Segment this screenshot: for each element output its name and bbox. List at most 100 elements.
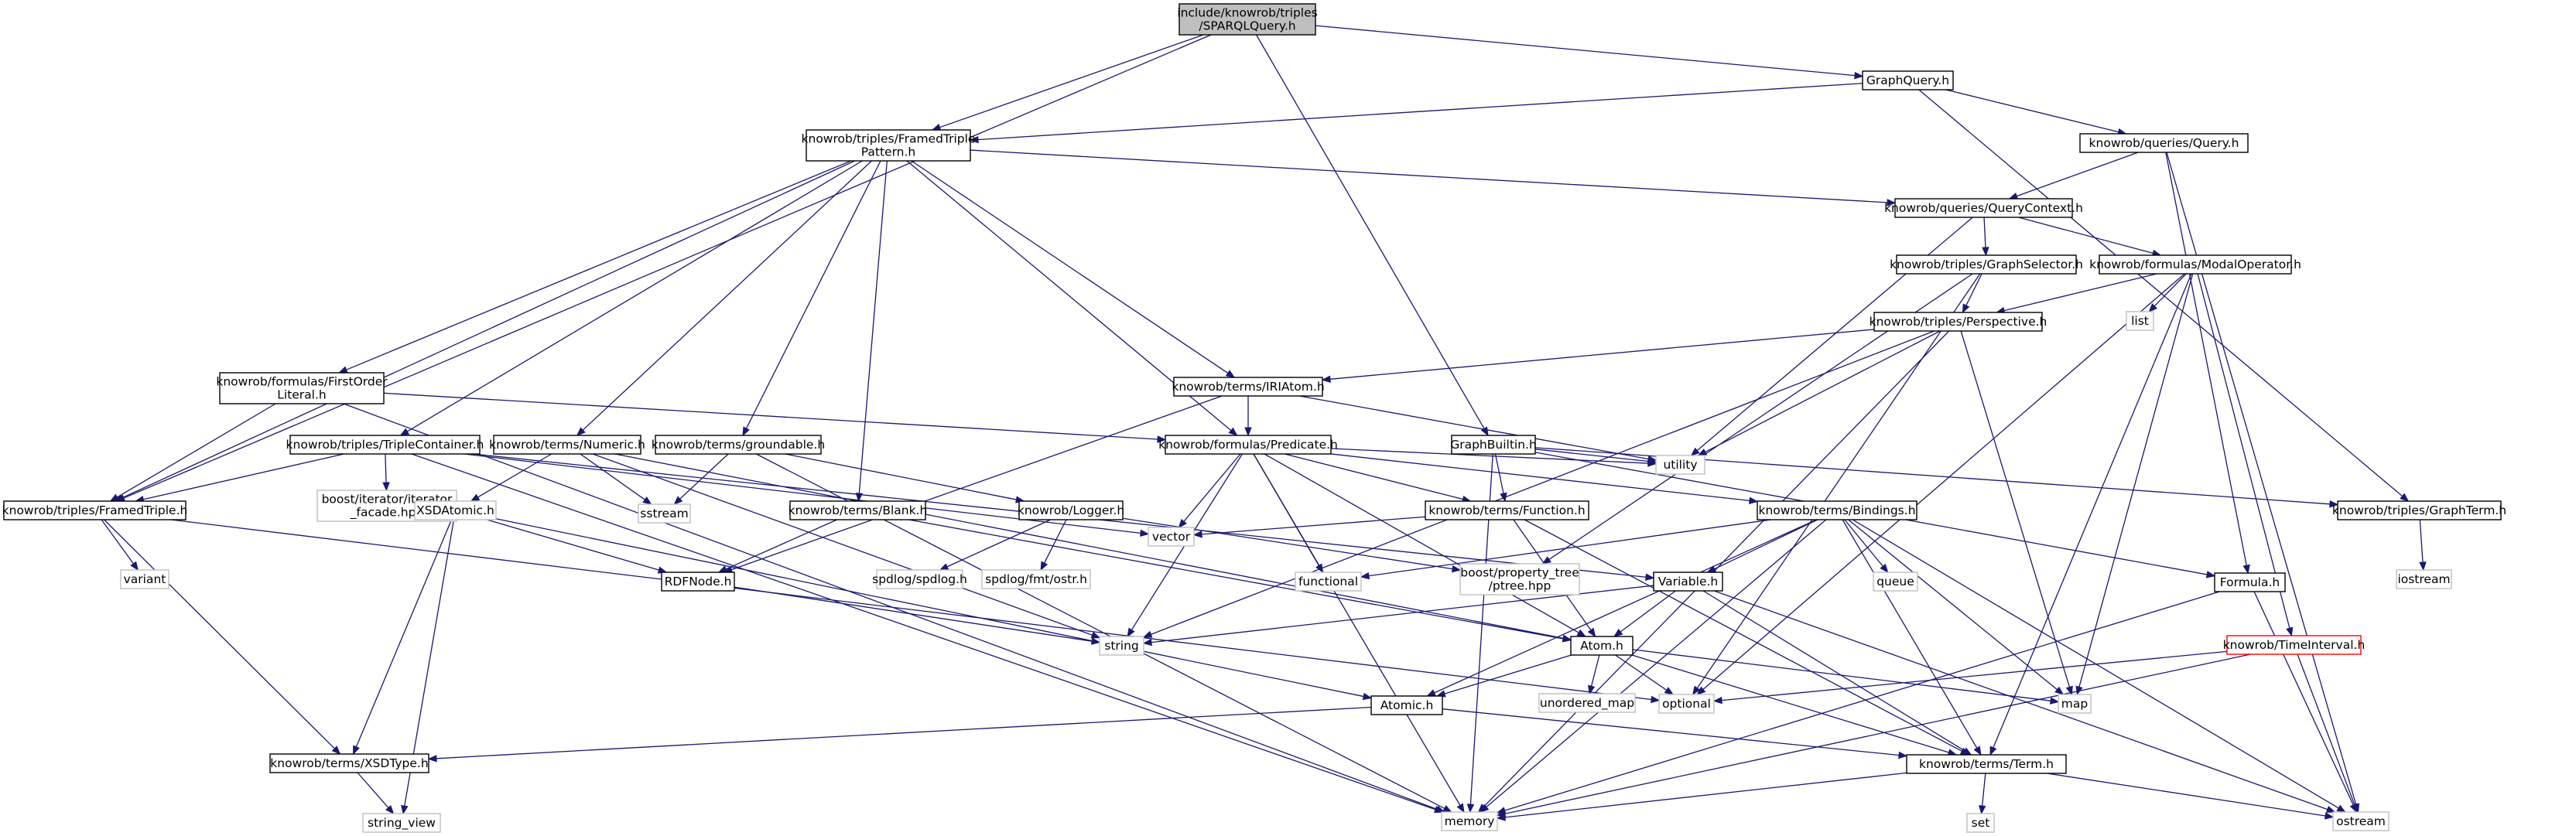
node-bindings[interactable]: knowrob/terms/Bindings.h xyxy=(1757,500,1917,520)
node-box-graphselector xyxy=(1896,254,2077,275)
edge-modaloperator-to-perspective xyxy=(1995,273,2157,315)
node-label-querycontext-0: knowrob/queries/QueryContext.h xyxy=(1884,201,2083,215)
edge-atom-to-term xyxy=(1631,654,1958,756)
edge-graphquery-to-graphterm xyxy=(1918,89,2410,502)
node-list: list xyxy=(2126,311,2154,331)
dependency-nodes: include/knowrob/triples/SPARQLQuery.hGra… xyxy=(2,3,2506,833)
edge-atom-to-optional xyxy=(1615,654,1675,695)
node-box-blank xyxy=(789,500,926,520)
node-label-vector-0: vector xyxy=(1152,530,1191,544)
node-box-spdlog xyxy=(876,569,963,589)
edge-perspective-to-iriatom xyxy=(1321,329,1875,383)
edge-perspective-to-utility xyxy=(1697,330,1941,456)
node-vector: vector xyxy=(1148,527,1195,547)
edge-framedtriple-to-xsdtype xyxy=(104,519,341,755)
node-perspective[interactable]: knowrob/triples/Perspective.h xyxy=(1870,312,2047,332)
node-function[interactable]: knowrob/terms/Function.h xyxy=(1425,500,1589,520)
node-iriatom[interactable]: knowrob/terms/IRIAtom.h xyxy=(1172,377,1325,397)
node-label-ostr-0: spdlog/fmt/ostr.h xyxy=(985,572,1087,586)
edge-predicate-to-function xyxy=(1285,453,1472,503)
node-label-predicate-0: knowrob/formulas/Predicate.h xyxy=(1158,438,1338,452)
edge-triplecontainer-to-framedtriple xyxy=(135,453,344,503)
node-box-xsdatomic xyxy=(414,500,497,520)
node-label-numeric-0: knowrob/terms/Numeric.h xyxy=(489,438,645,452)
node-label-perspective-0: knowrob/triples/Perspective.h xyxy=(1870,315,2047,329)
node-label-string-0: string xyxy=(1104,639,1139,653)
node-label-stringview-0: string_view xyxy=(368,816,436,831)
node-label-root-1: /SPARQLQuery.h xyxy=(1199,19,1295,33)
node-modaloperator[interactable]: knowrob/formulas/ModalOperator.h xyxy=(2089,254,2301,275)
node-blank[interactable]: knowrob/terms/Blank.h xyxy=(789,500,928,520)
node-box-list xyxy=(2126,311,2154,331)
edge-root-to-graphbuiltin xyxy=(1255,34,1489,437)
node-ostr: spdlog/fmt/ostr.h xyxy=(981,569,1091,589)
node-predicate[interactable]: knowrob/formulas/Predicate.h xyxy=(1158,435,1338,455)
node-box-query xyxy=(2079,133,2249,153)
node-box-predicate xyxy=(1165,435,1332,455)
node-box-sstream xyxy=(638,503,691,524)
edge-modaloperator-to-term xyxy=(1989,273,2192,756)
node-rdfnode[interactable]: RDFNode.h xyxy=(661,572,735,592)
edge-modaloperator-to-map xyxy=(2075,273,2194,696)
edge-predicate-to-vector xyxy=(1178,453,1241,529)
edge-formula-to-ostream xyxy=(2253,591,2357,814)
node-atom[interactable]: Atom.h xyxy=(1570,636,1634,656)
node-functional: functional xyxy=(1295,572,1362,592)
edge-query-to-formula xyxy=(2165,152,2250,575)
edge-predicate-to-atom xyxy=(1264,453,1587,637)
node-label-queue-0: queue xyxy=(1876,575,1914,589)
edge-logger-to-ptree xyxy=(1122,517,1462,573)
node-ptree: boost/property_tree/ptree.hpp xyxy=(1459,563,1580,595)
node-label-atomic-0: Atomic.h xyxy=(1380,698,1434,712)
node-box-stringview xyxy=(362,813,441,833)
node-label-framedtriple-0: knowrob/triples/FramedTriple.h xyxy=(2,503,188,517)
node-box-utility xyxy=(1655,455,1705,475)
node-set: set xyxy=(1966,813,1995,833)
edge-modaloperator-to-timeinterval xyxy=(2197,273,2294,637)
node-numeric[interactable]: knowrob/terms/Numeric.h xyxy=(489,435,645,455)
node-timeinterval[interactable]: knowrob/TimeInterval.h xyxy=(2223,635,2366,655)
edge-root-to-framedtriple xyxy=(115,34,1212,502)
node-graphterm[interactable]: knowrob/triples/GraphTerm.h xyxy=(2332,500,2506,520)
node-term[interactable]: knowrob/terms/Term.h xyxy=(1906,754,2067,774)
node-box-formula xyxy=(2214,572,2286,592)
node-groundable[interactable]: knowrob/terms/groundable.h xyxy=(652,435,825,455)
node-label-ptree-0: boost/property_tree xyxy=(1460,566,1579,581)
edge-logger-to-ostr xyxy=(1040,519,1067,572)
node-logger[interactable]: knowrob/Logger.h xyxy=(1018,500,1124,520)
node-xsdtype[interactable]: knowrob/terms/XSDType.h xyxy=(269,753,429,773)
node-label-firstorderliteral-1: Literal.h xyxy=(277,388,326,402)
node-box-string xyxy=(1099,636,1144,656)
node-graphselector[interactable]: knowrob/triples/GraphSelector.h xyxy=(1890,254,2083,275)
edge-framedtriplepattern-to-firstorderliteral xyxy=(338,160,851,374)
edge-graphselector-to-optional xyxy=(1692,273,1981,696)
node-label-unorderedmap-0: unordered_map xyxy=(1540,696,1634,711)
node-label-blank-0: knowrob/terms/Blank.h xyxy=(789,503,928,517)
node-label-iostream-0: iostream xyxy=(2397,572,2450,586)
node-label-xsdtype-0: knowrob/terms/XSDType.h xyxy=(270,756,428,770)
node-atomic[interactable]: Atomic.h xyxy=(1370,695,1443,715)
node-box-atom xyxy=(1570,636,1634,656)
node-graphbuiltin[interactable]: GraphBuiltin.h xyxy=(1450,435,1537,455)
node-label-function-0: knowrob/terms/Function.h xyxy=(1428,503,1585,517)
edge-triplecontainer-to-iteratorfacade xyxy=(382,453,390,492)
node-query[interactable]: knowrob/queries/Query.h xyxy=(2079,133,2249,153)
edge-term-to-memory xyxy=(1496,772,1907,821)
node-variable[interactable]: Variable.h xyxy=(1653,572,1723,592)
node-querycontext[interactable]: knowrob/queries/QueryContext.h xyxy=(1884,198,2083,218)
node-map: map xyxy=(2058,694,2092,714)
node-graphquery[interactable]: GraphQuery.h xyxy=(1862,70,1954,90)
node-label-iriatom-0: knowrob/terms/IRIAtom.h xyxy=(1172,380,1324,394)
node-formula[interactable]: Formula.h xyxy=(2214,572,2286,592)
node-root[interactable]: include/knowrob/triples/SPARQLQuery.h xyxy=(1177,3,1318,36)
node-box-map xyxy=(2058,694,2092,714)
node-framedtriple[interactable]: knowrob/triples/FramedTriple.h xyxy=(2,500,188,520)
node-box-graphbuiltin xyxy=(1451,435,1536,455)
edge-modaloperator-to-optional xyxy=(1696,273,2185,695)
node-label-term-0: knowrob/terms/Term.h xyxy=(1919,757,2054,771)
node-label-timeinterval-0: knowrob/TimeInterval.h xyxy=(2223,638,2366,652)
node-triplecontainer[interactable]: knowrob/triples/TripleContainer.h xyxy=(286,435,484,455)
